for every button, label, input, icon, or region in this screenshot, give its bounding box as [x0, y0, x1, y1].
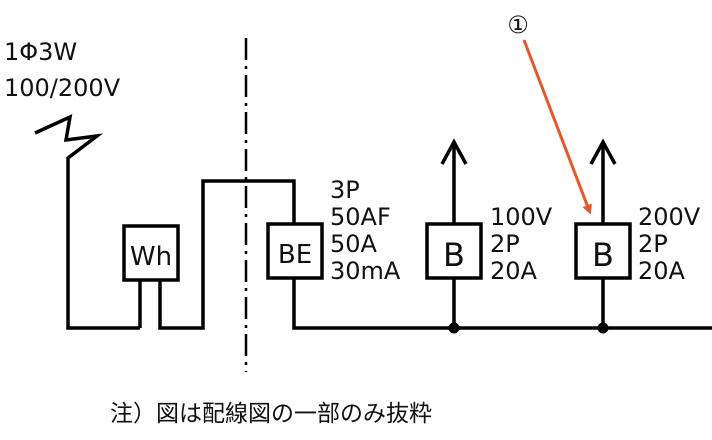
main-breaker-spec-current: 50A — [330, 230, 378, 258]
callout-marker: ① — [507, 11, 529, 39]
branch-breaker-2-label: B — [592, 236, 614, 274]
main-breaker-box — [266, 222, 324, 280]
main-breaker-spec-sensitivity: 30mA — [330, 257, 401, 285]
branch-2-junction-dot — [597, 322, 609, 334]
main-breaker-label: BE — [278, 240, 312, 270]
branch-1-spec-voltage: 100V — [490, 203, 553, 231]
main-breaker-spec-poles: 3P — [330, 176, 360, 204]
branch-1-up-arrow-icon — [440, 138, 468, 165]
main-breaker-spec-frame: 50AF — [330, 203, 391, 231]
footnote: 注）図は配線図の一部のみ抜粋 — [110, 401, 432, 427]
branch-2-spec-poles: 2P — [638, 230, 668, 258]
branch-1-junction-dot — [448, 322, 460, 334]
bus-line — [292, 278, 712, 330]
branch-2-spec-voltage: 200V — [638, 203, 701, 231]
branch-1-spec-poles: 2P — [490, 230, 520, 258]
branch-breaker-1-label: B — [443, 236, 465, 274]
supply-lead-symbol — [34, 114, 140, 330]
supply-type-label: 1Φ3W — [4, 38, 77, 66]
supply-voltage-label: 100/200V — [4, 74, 121, 102]
branch-2-spec-current: 20A — [638, 257, 686, 285]
branch-2-up-arrow-icon — [589, 138, 617, 165]
watt-hour-meter-label: Wh — [130, 242, 172, 272]
branch-1-spec-current: 20A — [490, 257, 538, 285]
branch-breaker-2-box — [574, 222, 632, 280]
callout-arrow-icon — [522, 39, 592, 215]
meter-to-main-wire — [158, 179, 296, 330]
watt-hour-meter-box — [122, 224, 180, 282]
